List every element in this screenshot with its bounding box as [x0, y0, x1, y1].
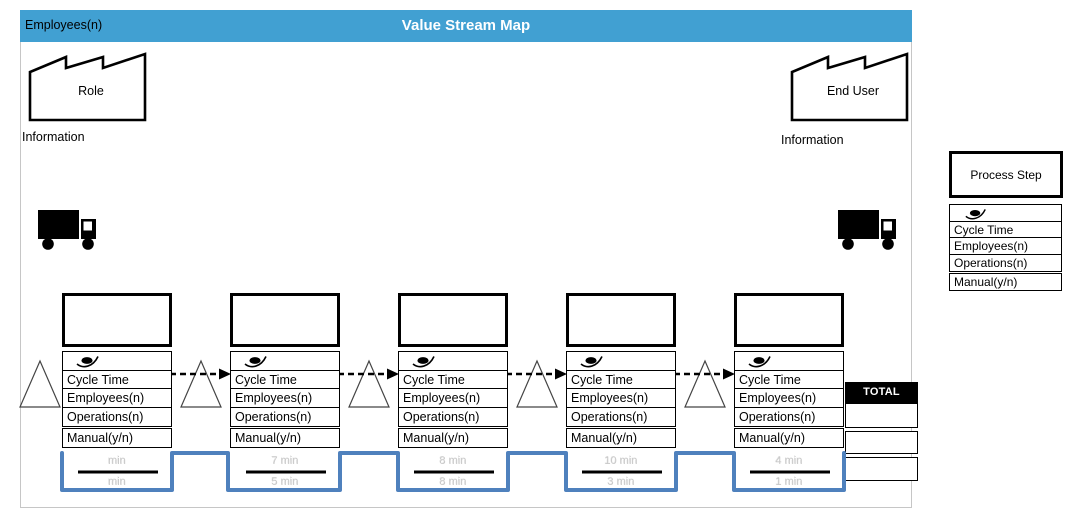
process-step-4-name-box[interactable] — [566, 293, 676, 347]
legend-attr-operations: Operations(n) — [949, 253, 1062, 272]
eye-icon — [76, 356, 99, 368]
process-step-5-name-box[interactable] — [734, 293, 844, 347]
shipment-truck-left[interactable] — [33, 203, 108, 253]
process-step-4[interactable]: Cycle Time Employees(n) Operations(n) Ma… — [566, 293, 676, 448]
attr-manual[interactable]: Manual(y/n) — [734, 427, 844, 448]
inventory-triangle-5[interactable] — [683, 359, 727, 409]
eye-icon — [244, 356, 267, 368]
information-label-right: Information — [781, 133, 844, 147]
attr-manual[interactable]: Manual(y/n) — [566, 427, 676, 448]
timeline-seg2-top[interactable]: 7 min — [271, 455, 299, 467]
eye-icon — [965, 209, 986, 220]
timeline-seg3-bottom[interactable]: 8 min — [439, 476, 467, 488]
process-step-3-eye-row[interactable] — [398, 351, 508, 371]
legend-attr-cycle-time: Cycle Time — [949, 220, 1062, 239]
attr-cycle-time[interactable]: Cycle Time — [566, 369, 676, 390]
dashed-arrow-icon — [674, 368, 735, 380]
attr-cycle-time[interactable]: Cycle Time — [734, 369, 844, 390]
timeline-seg1-top[interactable]: min — [108, 455, 126, 467]
total-cell-1[interactable] — [845, 403, 918, 428]
attr-cycle-time[interactable]: Cycle Time — [398, 369, 508, 390]
factory-icon — [790, 52, 909, 122]
inventory-triangle-icon — [684, 359, 726, 408]
page-title: Value Stream Map — [401, 17, 531, 34]
attr-manual[interactable]: Manual(y/n) — [62, 427, 172, 448]
eye-icon — [748, 356, 771, 368]
process-step-4-eye-row[interactable] — [566, 351, 676, 371]
attr-employees[interactable]: Employees(n) — [566, 388, 676, 408]
role-factory-shape[interactable]: Role — [26, 50, 151, 124]
attr-employees[interactable]: Employees(n) — [62, 388, 172, 408]
inventory-triangle-icon — [180, 359, 222, 408]
process-step-3-name-box[interactable] — [398, 293, 508, 347]
attr-operations[interactable]: Operations(n) — [398, 406, 508, 427]
legend-attr-manual: Manual(y/n) — [949, 272, 1062, 291]
end-user-factory-label: End User — [826, 84, 880, 98]
inventory-triangle-2[interactable] — [179, 359, 223, 409]
timeline-seg3-top[interactable]: 8 min — [439, 455, 467, 467]
inventory-triangle-1[interactable] — [18, 359, 62, 409]
attr-operations[interactable]: Operations(n) — [734, 406, 844, 427]
dashed-arrow-icon — [170, 368, 231, 380]
legend-eye-row — [949, 204, 1062, 222]
eye-icon — [580, 356, 603, 368]
process-step-1[interactable]: Cycle Time Employees(n) Operations(n) Ma… — [62, 293, 172, 448]
header-left-label: Employees(n) — [25, 18, 103, 32]
role-factory-label: Role — [78, 84, 104, 98]
inventory-triangle-3[interactable] — [347, 359, 391, 409]
attr-manual[interactable]: Manual(y/n) — [230, 427, 340, 448]
information-label-left: Information — [22, 130, 85, 144]
dashed-arrow-icon — [338, 368, 399, 380]
legend-attr-employees: Employees(n) — [949, 237, 1062, 255]
timeline-icon — [60, 451, 846, 492]
total-cell-3[interactable] — [845, 457, 918, 481]
inventory-triangle-icon — [516, 359, 558, 408]
attr-cycle-time[interactable]: Cycle Time — [62, 369, 172, 390]
process-step-5[interactable]: Cycle Time Employees(n) Operations(n) Ma… — [734, 293, 844, 448]
header-bar: Employees(n) Value Stream Map — [20, 10, 912, 42]
timeline-seg4-top[interactable]: 10 min — [604, 455, 638, 467]
inventory-triangle-icon — [19, 359, 61, 408]
attr-employees[interactable]: Employees(n) — [230, 388, 340, 408]
truck-icon — [838, 210, 896, 250]
attr-operations[interactable]: Operations(n) — [566, 406, 676, 427]
attr-manual[interactable]: Manual(y/n) — [398, 427, 508, 448]
factory-icon — [28, 52, 147, 122]
attr-operations[interactable]: Operations(n) — [230, 406, 340, 427]
attr-operations[interactable]: Operations(n) — [62, 406, 172, 427]
timeline-seg1-bottom[interactable]: min — [108, 476, 126, 488]
process-step-2-eye-row[interactable] — [230, 351, 340, 371]
flow-arrow-2[interactable] — [338, 367, 400, 381]
timeline-seg5-bottom[interactable]: 1 min — [775, 476, 803, 488]
legend-process-step-label: Process Step — [970, 167, 1042, 182]
legend-attribute-table[interactable]: Cycle Time Employees(n) Operations(n) Ma… — [949, 204, 1062, 291]
attr-cycle-time[interactable]: Cycle Time — [230, 369, 340, 390]
process-step-1-eye-row[interactable] — [62, 351, 172, 371]
timeline-ladder[interactable] — [55, 445, 855, 500]
flow-arrow-4[interactable] — [674, 367, 736, 381]
flow-arrow-1[interactable] — [170, 367, 232, 381]
inventory-triangle-4[interactable] — [515, 359, 559, 409]
total-cell-2[interactable] — [845, 431, 918, 454]
timeline-seg4-bottom[interactable]: 3 min — [607, 476, 635, 488]
process-step-5-eye-row[interactable] — [734, 351, 844, 371]
flow-arrow-3[interactable] — [506, 367, 568, 381]
legend-process-step-box[interactable]: Process Step — [949, 151, 1063, 198]
truck-icon — [38, 210, 96, 250]
dashed-arrow-icon — [506, 368, 567, 380]
inventory-triangle-icon — [348, 359, 390, 408]
process-step-2[interactable]: Cycle Time Employees(n) Operations(n) Ma… — [230, 293, 340, 448]
attr-employees[interactable]: Employees(n) — [398, 388, 508, 408]
timeline-seg2-bottom[interactable]: 5 min — [271, 476, 299, 488]
timeline-seg5-top[interactable]: 4 min — [775, 455, 803, 467]
shipment-truck-right[interactable] — [833, 203, 908, 253]
process-step-1-name-box[interactable] — [62, 293, 172, 347]
end-user-factory-shape[interactable]: End User — [788, 50, 913, 124]
eye-icon — [412, 356, 435, 368]
process-step-3[interactable]: Cycle Time Employees(n) Operations(n) Ma… — [398, 293, 508, 448]
process-step-2-name-box[interactable] — [230, 293, 340, 347]
total-header: TOTAL — [845, 382, 918, 403]
attr-employees[interactable]: Employees(n) — [734, 388, 844, 408]
